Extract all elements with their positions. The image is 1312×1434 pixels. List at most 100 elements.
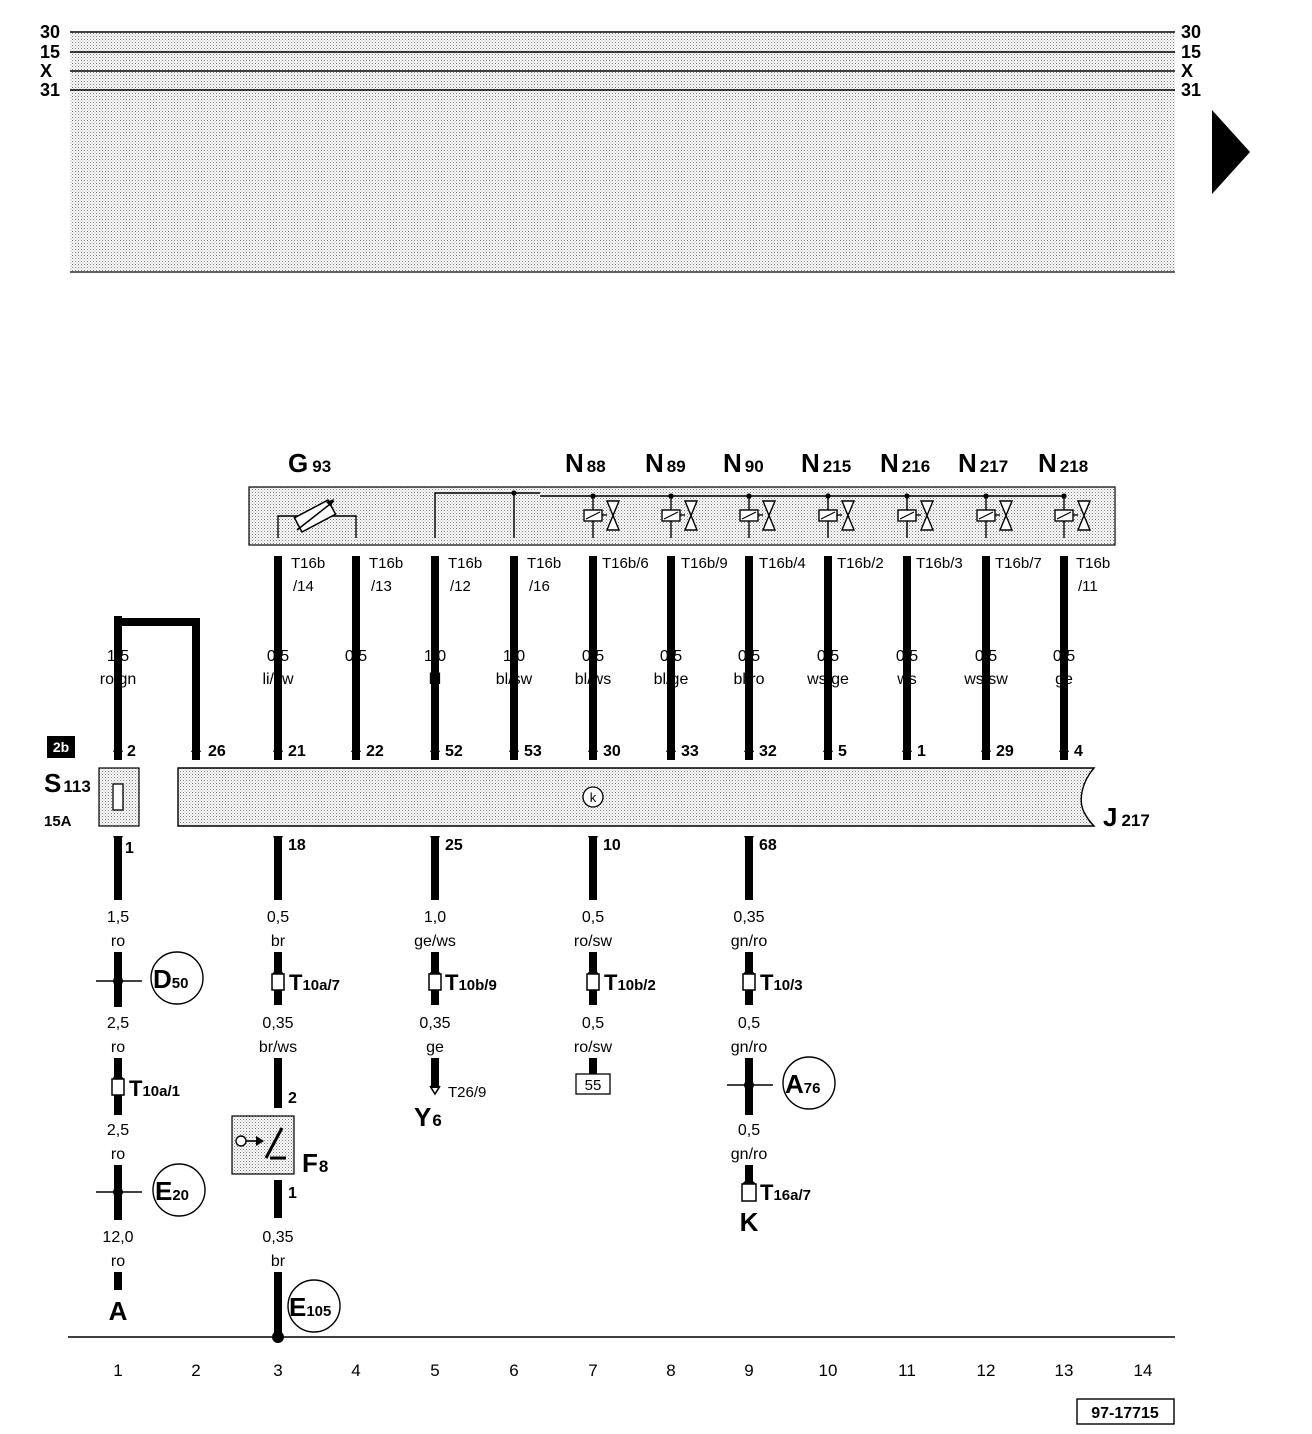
pin-1-f8: 1 (288, 1185, 297, 1202)
column-7-circuit: 10 0,5 ro/sw T10b/2 0,5 ro/sw 55 (574, 836, 656, 1095)
rail-label-30: 30 (40, 22, 60, 42)
pin-2-col1: 2 (127, 743, 136, 760)
solenoid-common-wire (434, 490, 1066, 538)
rail-label-31: 31 (40, 80, 60, 100)
wire-color-col11: ws (896, 671, 917, 688)
wire-size-col3-d: 0,35 (262, 1229, 293, 1246)
rail-labels-right: 30 15 X 31 (1181, 22, 1201, 100)
column-number-5: 5 (430, 1361, 439, 1380)
ground-d50-label: D50 (153, 964, 188, 994)
solenoid-valve-n218-icon (1054, 493, 1092, 538)
pin-21: 21 (288, 743, 306, 760)
connector-t103-label: T10/3 (760, 970, 803, 995)
ground-e105-icon (287, 1279, 341, 1333)
wire-color-col1-c: ro (111, 1039, 125, 1056)
solenoid-valve-n88-icon (583, 493, 621, 538)
top-connector-3: T16b/12 (448, 555, 482, 595)
column-number-8: 8 (666, 1361, 675, 1380)
pin-25: 25 (445, 837, 463, 854)
label-k: K (740, 1207, 759, 1237)
rail-label-15: 15 (40, 42, 60, 62)
doc-id-box (1076, 1398, 1175, 1425)
rail-label-x-right: X (1181, 61, 1193, 81)
column-number-10: 10 (819, 1361, 838, 1380)
wire-size-col12: 0,5 (975, 648, 997, 665)
connector-t10a1-label: T10a/1 (129, 1076, 180, 1101)
connector-t10a7-icon (271, 969, 285, 991)
rail-label-30-right: 30 (1181, 22, 1201, 42)
connector-t10b9-label: T10b/9 (445, 970, 497, 995)
pin-52: 52 (445, 743, 463, 760)
column-number-9: 9 (744, 1361, 753, 1380)
wire-color-col9-c: gn/ro (731, 1039, 768, 1056)
label-a: A (109, 1296, 128, 1326)
wire-size-col1-e: 12,0 (102, 1229, 133, 1246)
wire-color-col3-c: br/ws (259, 1039, 297, 1056)
top-connector-2: T16b/13 (369, 555, 403, 595)
wire-size-col7-c: 0,5 (582, 1015, 604, 1032)
connector-t10b2-label: T10b/2 (604, 970, 656, 995)
top-connector-1: T16b/14 (291, 555, 325, 595)
rail-label-x: X (40, 61, 52, 81)
column-number-11: 11 (898, 1361, 916, 1380)
connector-t10a1-icon (111, 1074, 125, 1096)
wire-size-col3-c: 0,35 (262, 1015, 293, 1032)
wire-size-col8: 0,5 (660, 648, 682, 665)
solenoid-valve-n215-icon (818, 493, 856, 538)
wire-size-col9-c: 0,5 (738, 1015, 760, 1032)
column-number-4: 4 (351, 1361, 360, 1380)
wire-size-col1-c: 2,5 (107, 1015, 129, 1032)
connector-t16a7-label: T16a/7 (760, 1180, 811, 1205)
wire-color-col7: bl/ws (575, 671, 611, 688)
wire-color-col7-c: ro/sw (574, 1039, 613, 1056)
wire-color-col10: ws/ge (806, 671, 849, 688)
top-connector-5: T16b/6 (602, 555, 649, 572)
pin-arrow-icon (902, 742, 912, 752)
pin-arrow-icon (509, 742, 519, 752)
column-number-2: 2 (191, 1361, 200, 1380)
wire-size-col1-d: 2,5 (107, 1122, 129, 1139)
pin-53: 53 (524, 743, 542, 760)
wire-size-col10: 0,5 (817, 648, 839, 665)
wire-size-col4: 0,5 (345, 648, 367, 665)
rail-label-15-right: 15 (1181, 42, 1201, 62)
continuation-box-55 (575, 1073, 611, 1095)
solenoid-valves (583, 493, 1092, 538)
column-number-1: 1 (113, 1361, 122, 1380)
connector-t10b9-icon (428, 969, 442, 991)
top-connector-4: T16b/16 (527, 555, 561, 595)
ground-a76-icon (782, 1056, 836, 1110)
next-page-arrow-icon[interactable] (1212, 110, 1250, 194)
g93-temperature-sensor-icon (277, 499, 357, 538)
wire-color-col12: ws/sw (963, 671, 1008, 688)
rail-labels-left: 30 15 X 31 (40, 22, 60, 100)
top-connector-7: T16b/4 (759, 555, 806, 572)
wire-color-col1-d: ro (111, 1146, 125, 1163)
wire-size-col5-c: 0,35 (419, 1015, 450, 1032)
pin-arrow-icon (430, 742, 440, 752)
pin-5: 5 (838, 743, 847, 760)
label-f8: F8 (302, 1148, 328, 1178)
wire-color-col5-b: ge/ws (414, 933, 456, 950)
label-y6: Y6 (414, 1102, 442, 1132)
pin-arrow-icon (588, 742, 598, 752)
wire-size-col3: 0,5 (267, 648, 289, 665)
pin-arrow-icon (981, 742, 991, 752)
pin-arrow-icon (666, 742, 676, 752)
pin-arrow-icon (351, 742, 361, 752)
top-connector-6: T16b/9 (681, 555, 728, 572)
pin-arrow-icon (823, 742, 833, 752)
wire-color-col1: ro/gn (100, 671, 136, 688)
rail-label-31-right: 31 (1181, 80, 1201, 100)
top-connector-8: T16b/2 (837, 555, 884, 572)
clock-icon (582, 786, 604, 808)
wire-color-col9: bl/ro (733, 671, 764, 688)
top-wire-labels: 0,5 li/sw 0,5 li 1,0 bl 1,0 bl/sw 0,5 bl… (262, 648, 1075, 688)
column-number-7: 7 (588, 1361, 597, 1380)
